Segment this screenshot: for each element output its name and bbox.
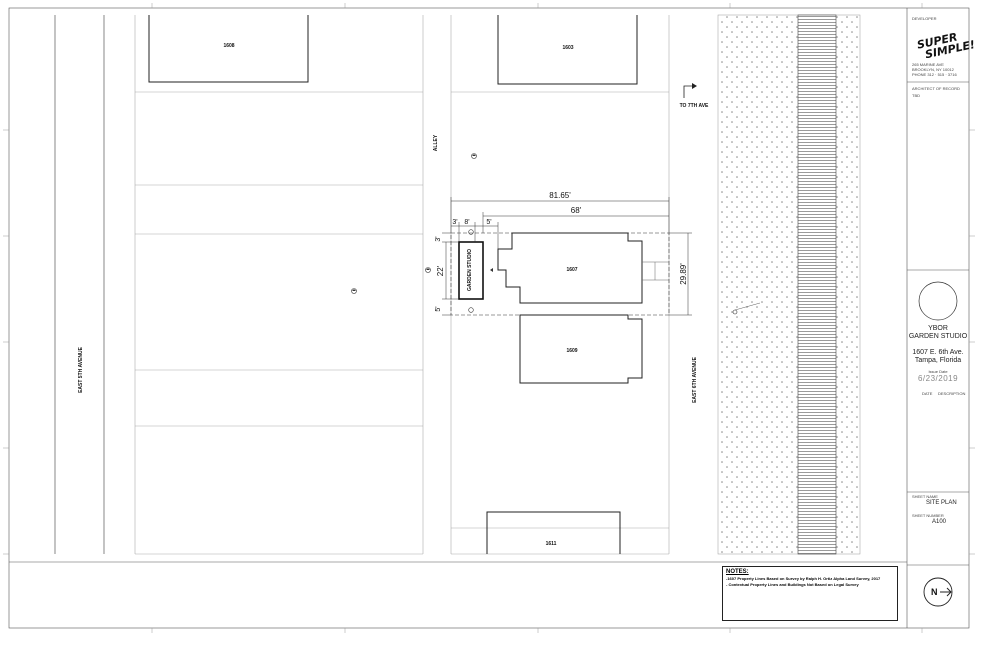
dim-top-3: 3' xyxy=(435,236,442,241)
dim-left-5: 5' xyxy=(486,219,491,226)
arrow-up-icon xyxy=(683,83,697,98)
street-label-east-5th: EAST 5TH AVENUE xyxy=(78,346,84,393)
title-block-frame xyxy=(906,8,969,628)
building-1607 xyxy=(497,232,643,304)
lot-label-1607: 1607 xyxy=(566,267,577,273)
lot-label-1609: 1609 xyxy=(566,348,577,354)
alley-label: ALLEY xyxy=(433,134,439,151)
to-7th-ave-label: TO 7TH AVE xyxy=(680,103,709,109)
building-1608 xyxy=(148,15,309,83)
sheet-border xyxy=(8,7,970,629)
building-1609 xyxy=(519,314,643,384)
architect-value: TBD xyxy=(912,93,920,98)
grid-ticks xyxy=(3,3,975,633)
lot-label-1608: 1608 xyxy=(223,43,234,49)
dimension-lines xyxy=(442,197,692,316)
garden-studio-footprint xyxy=(458,241,484,300)
lot-label-1611: 1611 xyxy=(546,541,557,547)
section-marker-icon xyxy=(471,153,477,159)
track-hatching xyxy=(798,15,836,554)
landscaped-median xyxy=(717,14,861,555)
issue-date-label: Issue Date xyxy=(928,369,948,374)
north-arrow-icon: N xyxy=(923,577,953,607)
revision-date-column: DATE xyxy=(922,391,933,396)
developer-label: DEVELOPER xyxy=(912,16,937,21)
building-1603 xyxy=(497,15,638,85)
seal-placeholder xyxy=(918,281,958,321)
project-address: 1607 E. 6th Ave. Tampa, Florida xyxy=(912,349,964,364)
sheet-number: A100 xyxy=(932,519,947,525)
left-block xyxy=(134,15,424,555)
sheet-name: SITE PLAN xyxy=(926,500,957,506)
revision-description-column: DESCRIPTION xyxy=(938,391,966,396)
dim-depth: 29.89' xyxy=(679,263,688,285)
notes-line-1: -1607 Property Lines Based on Survey by … xyxy=(726,576,881,581)
dim-main: 68' xyxy=(571,206,582,215)
notes-line-2: - Contextual Property Lines and Building… xyxy=(726,582,859,587)
notes-box: NOTES: -1607 Property Lines Based on Sur… xyxy=(722,566,898,621)
street-label-east-6th: EAST 6TH AVENUE xyxy=(692,356,698,403)
issue-date: 6/23/2019 xyxy=(917,374,959,383)
section-marker-icon xyxy=(468,229,474,313)
garden-studio-label: GARDEN STUDIO xyxy=(467,249,473,291)
architect-label: ARCHITECT OF RECORD xyxy=(912,86,960,91)
dim-studio-length: 22' xyxy=(436,265,445,276)
dim-bottom-5: 5' xyxy=(435,306,442,311)
dim-overall: 81.65' xyxy=(549,191,571,200)
notes-heading: NOTES: xyxy=(726,569,749,575)
lot-label-1603: 1603 xyxy=(562,45,573,51)
building-1611 xyxy=(486,511,621,554)
project-name: YBOR GARDEN STUDIO xyxy=(908,325,968,340)
svg-text:N: N xyxy=(931,587,938,597)
dim-left-3: 3' xyxy=(452,219,457,226)
section-marker-icon xyxy=(732,302,761,315)
developer-address: 265 MARINE AVE BROOKLYN, NY 10012 PHONE … xyxy=(912,62,957,77)
sheet-number-label: SHEET NUMBER xyxy=(912,513,944,518)
section-marker-icon xyxy=(351,288,357,294)
section-marker-icon xyxy=(425,267,431,273)
section-marker-icon xyxy=(490,268,493,272)
sheet-name-label: SHEET NAME xyxy=(912,494,938,499)
dim-left-8: 8' xyxy=(464,219,469,226)
porch-steps xyxy=(642,261,669,281)
